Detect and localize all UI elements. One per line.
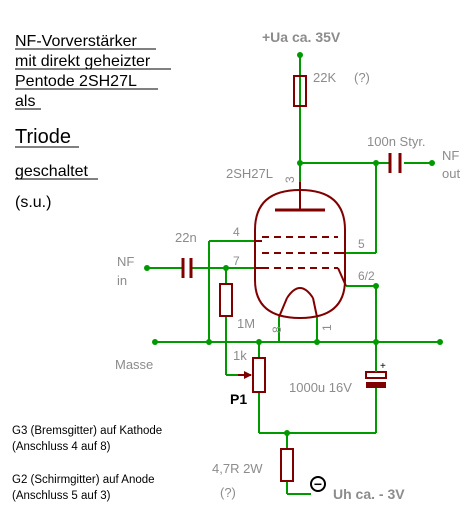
potentiometer-p1 — [238, 357, 266, 393]
title-line-3: Pentode 2SH27L — [15, 73, 137, 90]
supply-minus-label: Uh ca. - 3V — [333, 486, 405, 502]
anode-resistor-note: (?) — [354, 70, 370, 85]
title-line-6: geschaltet — [15, 163, 88, 180]
supply-plus-label: +Ua ca. 35V — [262, 29, 341, 45]
title-line-4: als — [15, 93, 35, 110]
note-g2-line-1: G2 (Schirmgitter) auf Anode — [12, 474, 155, 486]
anode-resistor — [293, 75, 307, 107]
cap-polarity-label: + — [380, 361, 386, 372]
output-cap-label: 100n Styr. — [367, 134, 426, 149]
cathode-cap-label: 1000u 16V — [289, 380, 352, 395]
note-g2-line-2: (Anschluss 5 auf 3) — [12, 490, 111, 502]
title-line-2: mit direkt geheizter — [15, 53, 151, 70]
output-capacitor — [388, 153, 402, 173]
pin-62-label: 6/2 — [358, 269, 375, 283]
nf-in-label-1: NF — [117, 254, 134, 269]
negative-supply-terminal: − — [310, 476, 326, 492]
note-g3-line-1: G3 (Bremsgitter) auf Kathode — [12, 425, 162, 437]
pot-name-label: P1 — [230, 391, 247, 407]
junctions — [144, 52, 443, 436]
pin-8-label: 8 — [270, 326, 284, 333]
cathode-capacitor — [365, 362, 387, 393]
wiring — [147, 55, 440, 495]
pin-1-label: 1 — [320, 324, 334, 331]
notes: G3 (Bremsgitter) auf Kathode (Anschluss … — [12, 425, 162, 502]
nf-in-label-2: in — [117, 273, 127, 288]
heater-resistor-label: 4,7R 2W — [212, 461, 263, 476]
input-cap-label: 22n — [175, 230, 197, 245]
title-line-5: Triode — [15, 126, 71, 148]
pot-value-label: 1k — [233, 348, 247, 363]
minus-icon: − — [314, 476, 322, 492]
pin-4-label: 4 — [233, 225, 240, 239]
pin-5-label: 5 — [358, 237, 365, 251]
title-block: NF-Vorverstärker mit direkt geheizter Pe… — [15, 33, 171, 211]
ground-label: Masse — [115, 357, 153, 372]
grid-resistor — [219, 283, 233, 317]
nf-out-label-2: out — [442, 166, 460, 181]
input-capacitor — [181, 258, 193, 278]
title-line-1: NF-Vorverstärker — [15, 33, 137, 50]
labels: +Ua ca. 35V 22K (?) 100n Styr. NF out 2S… — [115, 29, 460, 502]
grid-resistor-label: 1M — [237, 316, 255, 331]
tube-type-label: 2SH27L — [226, 166, 273, 181]
note-g3-line-2: (Anschluss 4 auf 8) — [12, 441, 111, 453]
title-line-7: (s.u.) — [15, 194, 51, 211]
tube-2sh27l — [254, 182, 347, 320]
heater-resistor-note: (?) — [220, 485, 236, 500]
nf-out-label-1: NF — [442, 148, 459, 163]
pin-7-label: 7 — [233, 254, 240, 268]
pin-3-label: 3 — [283, 176, 297, 183]
heater-resistor — [280, 448, 294, 482]
anode-resistor-label: 22K — [313, 70, 336, 85]
